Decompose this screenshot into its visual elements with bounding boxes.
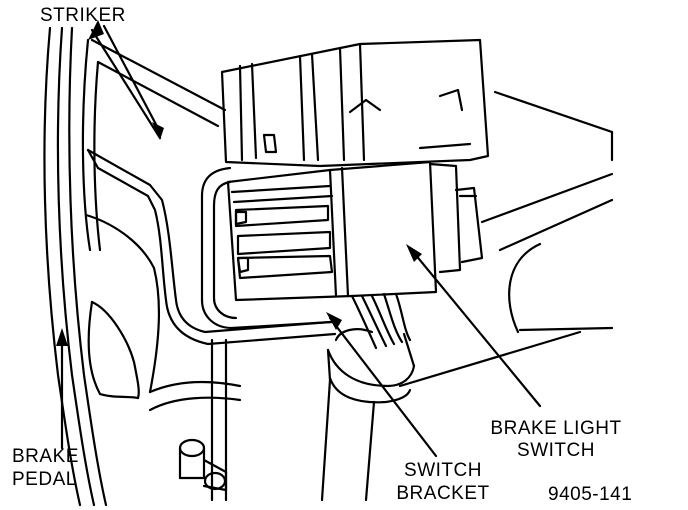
brake-light-switch-label-line2: SWITCH — [517, 440, 595, 461]
brake-light-switch-leader — [408, 246, 542, 408]
striker-arrow-icon-2 — [88, 20, 104, 40]
pivot-pin — [178, 438, 228, 492]
arrow-heads — [56, 20, 422, 346]
striker-arrow-icon — [152, 122, 164, 140]
striker-leader-1 — [90, 28, 162, 140]
wire-harness — [320, 292, 416, 502]
switch-bracket-leader — [328, 316, 438, 458]
leader-lines — [60, 24, 542, 458]
brake-light-switch-arrow-icon — [406, 244, 422, 262]
striker-pillar — [43, 26, 108, 507]
brake-pedal-arm — [84, 213, 242, 412]
switch-body — [226, 160, 484, 302]
support-bracket — [86, 148, 337, 502]
dash-panel-lines — [90, 38, 614, 388]
switch-bracket-label-line1: SWITCH — [404, 460, 482, 481]
switch-bracket-arrow-icon — [326, 312, 342, 330]
connector-housing — [220, 38, 490, 168]
switch-bracket-label-line2: BRACKET — [396, 483, 490, 504]
brake-pedal-label-line2: PEDAL — [12, 469, 77, 490]
striker-label: STRIKER — [40, 5, 126, 26]
brake-pedal-label-line1: BRAKE — [12, 446, 79, 467]
figure-number: 9405-141 — [548, 484, 633, 505]
striker-leader-2 — [102, 24, 162, 134]
brake-pedal-arrow-icon — [56, 328, 68, 346]
brake-light-switch-label-line1: BRAKE LIGHT — [490, 418, 622, 439]
switch-bracket-flange — [200, 166, 334, 330]
